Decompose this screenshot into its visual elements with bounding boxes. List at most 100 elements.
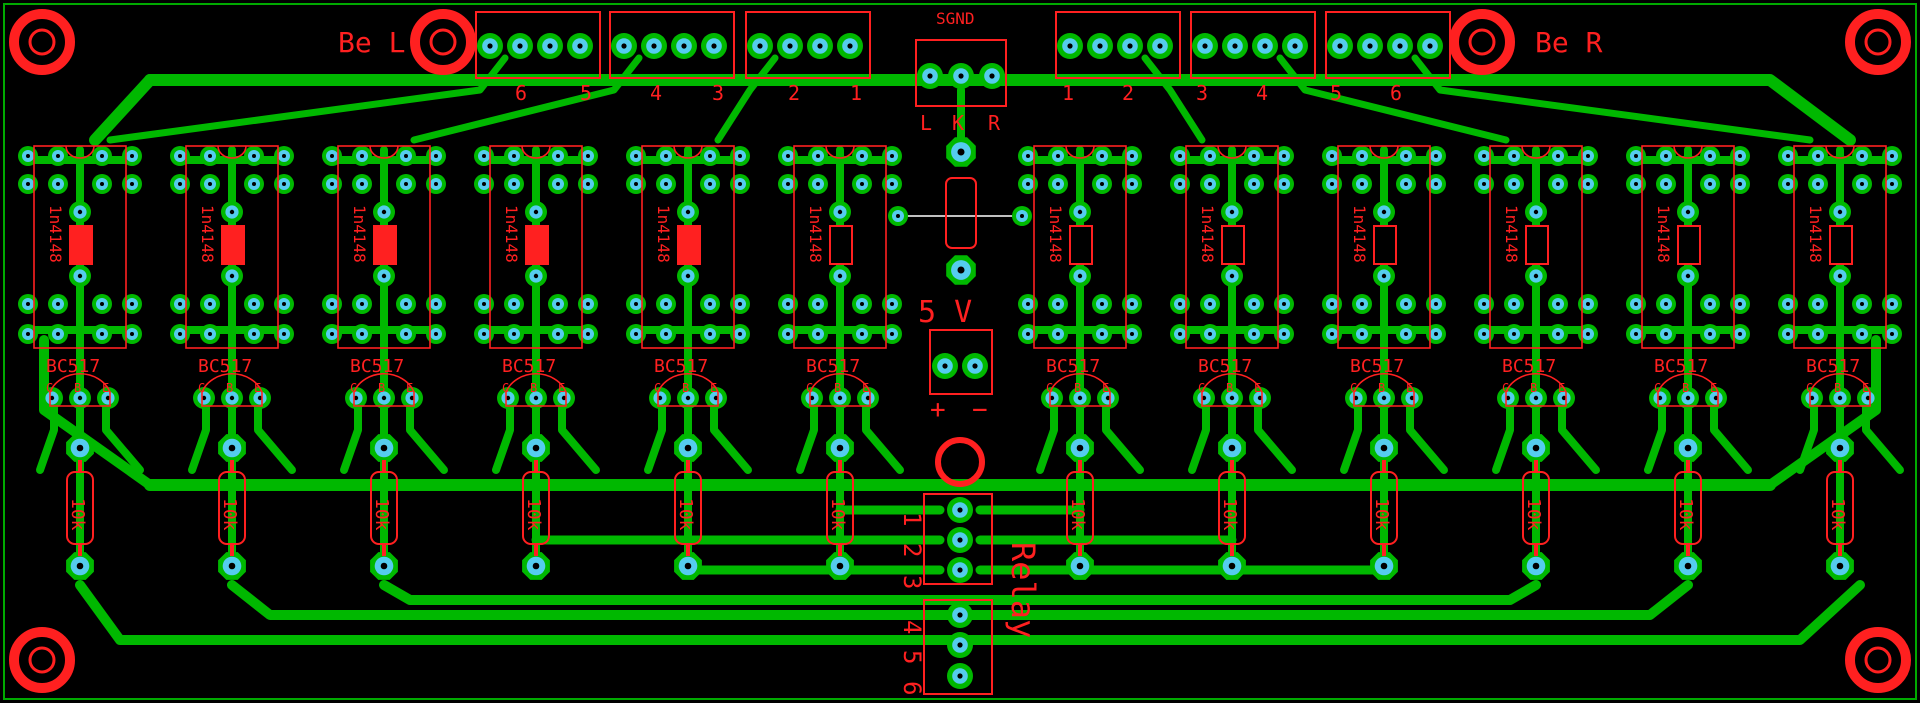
drill-hole xyxy=(1890,332,1894,336)
5v-label: 5 V xyxy=(918,295,972,330)
minus-label: − xyxy=(972,395,988,425)
diode-label: 1n4148 xyxy=(350,205,369,263)
transistor-pin-label: E xyxy=(406,381,413,395)
drill-hole xyxy=(1404,182,1408,186)
diode-label: 1n4148 xyxy=(806,205,825,263)
transistor-label: BC517 xyxy=(1502,356,1556,377)
diode-label: 1n4148 xyxy=(1350,205,1369,263)
drill-hole xyxy=(1532,444,1540,452)
drill-hole xyxy=(1512,182,1516,186)
board-outline xyxy=(3,3,1917,700)
drill-hole xyxy=(837,209,843,215)
transistor-pin-label: B xyxy=(1682,381,1689,395)
drill-hole xyxy=(1026,302,1030,306)
drill-hole xyxy=(512,154,516,158)
drill-hole xyxy=(1404,302,1408,306)
transistor-pin-label: C xyxy=(502,381,509,395)
drill-hole xyxy=(1512,154,1516,158)
drill-hole xyxy=(1076,562,1084,570)
drill-hole xyxy=(1664,154,1668,158)
copper-trace xyxy=(714,54,779,144)
drill-hole xyxy=(1178,154,1182,158)
copper-trace xyxy=(379,580,1541,605)
drill-hole xyxy=(1482,182,1486,186)
left-number: 1 xyxy=(850,81,862,105)
drill-hole xyxy=(1860,332,1864,336)
drill-hole xyxy=(1232,43,1238,49)
drill-hole xyxy=(487,43,493,49)
drill-hole xyxy=(353,395,359,401)
drill-hole xyxy=(664,154,668,158)
drill-hole xyxy=(1556,332,1560,336)
drill-hole xyxy=(130,154,134,158)
drill-hole xyxy=(1262,43,1268,49)
right-number: 5 xyxy=(1330,81,1342,105)
drill-hole xyxy=(1836,444,1844,452)
drill-hole xyxy=(1836,562,1844,570)
transistor-pin-label: B xyxy=(1834,381,1841,395)
drill-hole xyxy=(651,43,657,49)
transistor-outline xyxy=(1201,373,1263,407)
diode-body xyxy=(373,225,397,265)
resistor-label: 10k xyxy=(1219,498,1240,531)
drill-hole xyxy=(330,332,334,336)
transistor-pin-label: C xyxy=(806,381,813,395)
drill-hole xyxy=(586,332,590,336)
drill-hole xyxy=(1252,154,1256,158)
drill-hole xyxy=(482,182,486,186)
drill-hole xyxy=(786,332,790,336)
drill-hole xyxy=(1837,395,1843,401)
ic-outline xyxy=(1489,145,1583,349)
mounting-hole-ring xyxy=(1845,9,1911,75)
drill-hole xyxy=(1360,302,1364,306)
drill-hole xyxy=(664,302,668,306)
drill-hole xyxy=(1330,182,1334,186)
drill-hole xyxy=(105,395,111,401)
ic-notch xyxy=(1217,145,1247,159)
drill-hole xyxy=(1561,395,1567,401)
connector-outline xyxy=(1325,11,1451,79)
drill-hole xyxy=(809,395,815,401)
sgnd-label: SGND xyxy=(936,9,975,28)
drill-hole xyxy=(1860,182,1864,186)
drill-hole xyxy=(178,182,182,186)
drill-hole xyxy=(1708,332,1712,336)
ic-outline xyxy=(1793,145,1887,349)
transistor-pin-label: E xyxy=(1406,381,1413,395)
drill-hole xyxy=(1360,182,1364,186)
drill-hole xyxy=(1890,154,1894,158)
drill-hole xyxy=(957,148,965,156)
ic-notch xyxy=(673,145,703,159)
l-label: L xyxy=(920,111,932,135)
transistor-pin-label: B xyxy=(1074,381,1081,395)
copper-trace xyxy=(144,74,1856,146)
drill-hole xyxy=(1533,273,1539,279)
drill-hole xyxy=(1684,444,1692,452)
drill-hole xyxy=(957,642,963,648)
drill-hole xyxy=(1586,332,1590,336)
drill-hole xyxy=(1482,154,1486,158)
drill-hole xyxy=(860,302,864,306)
diode-body xyxy=(1069,225,1093,265)
drill-hole xyxy=(957,507,963,513)
drill-hole xyxy=(1664,302,1668,306)
transistor-pin-label: E xyxy=(102,381,109,395)
drill-hole xyxy=(786,302,790,306)
drill-hole xyxy=(1367,43,1373,49)
diode-body xyxy=(829,225,853,265)
drill-hole xyxy=(208,332,212,336)
drill-hole xyxy=(1816,154,1820,158)
drill-hole xyxy=(380,562,388,570)
drill-hole xyxy=(1434,302,1438,306)
drill-hole xyxy=(577,43,583,49)
drill-hole xyxy=(634,302,638,306)
ic-notch xyxy=(1825,145,1855,159)
connector-outline xyxy=(609,11,735,79)
left-number: 4 xyxy=(650,81,662,105)
drill-hole xyxy=(76,562,84,570)
drill-hole xyxy=(1252,302,1256,306)
mounting-hole xyxy=(1468,28,1496,56)
drill-hole xyxy=(1100,154,1104,158)
diode-label: 1n4148 xyxy=(1198,205,1217,263)
drill-hole xyxy=(409,395,415,401)
